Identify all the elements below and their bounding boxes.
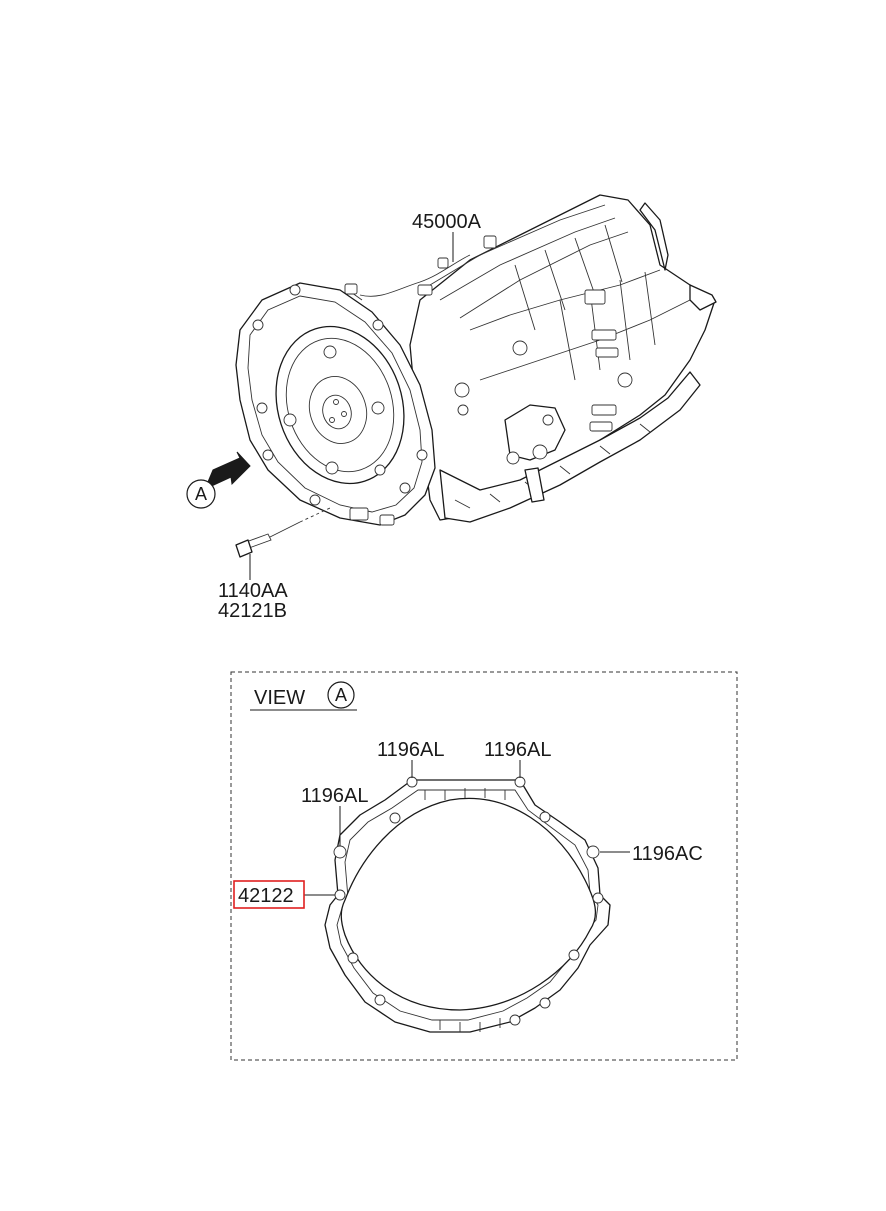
- transmission-assembly: [235, 194, 717, 526]
- highlight-box[interactable]: [233, 880, 305, 909]
- view-direction-arrow: [204, 451, 251, 490]
- callout-1196AC: 1196AC: [632, 843, 703, 865]
- detail-view-frame: [230, 671, 738, 1061]
- gasket-42122: [324, 776, 611, 1033]
- callout-1196AL-top-left: 1196AL: [377, 739, 444, 761]
- view-marker-label: A: [195, 484, 207, 504]
- part-label-1140AA: 1140AA: [218, 580, 288, 602]
- callout-1196AL-top-right: 1196AL: [484, 739, 551, 761]
- callout-1196AL-upper-left: 1196AL: [301, 785, 368, 807]
- part-label-42121B: 42121B: [218, 600, 287, 622]
- part-label-45000A: 45000A: [412, 211, 482, 233]
- callout-42122[interactable]: 42122: [238, 885, 294, 907]
- bolt-icon: [235, 507, 331, 558]
- view-marker-circle: [186, 479, 216, 509]
- detail-view-marker-label: A: [335, 685, 347, 705]
- detail-view-marker-circle: [327, 681, 355, 709]
- detail-view-title: VIEW: [254, 687, 305, 709]
